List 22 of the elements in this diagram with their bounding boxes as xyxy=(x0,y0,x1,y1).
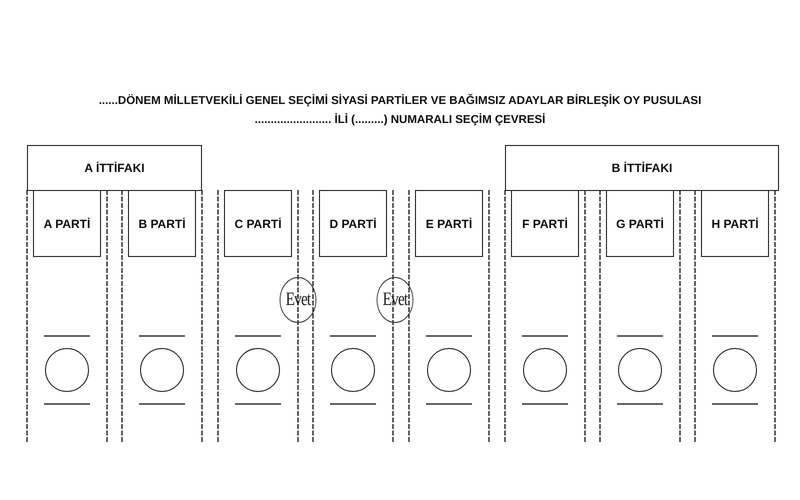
vote-circle xyxy=(713,348,757,392)
vote-circle xyxy=(236,348,280,392)
party-name-box: E PARTİ xyxy=(415,190,483,257)
vote-circle xyxy=(523,348,567,392)
party-name-box: C PARTİ xyxy=(224,190,292,257)
party-name-box: H PARTİ xyxy=(701,190,769,257)
party-name-box: B PARTİ xyxy=(128,190,196,257)
vote-circle xyxy=(140,348,184,392)
electoral-district-line: ........................ İLİ (.........) NUMARALI SEÇİM ÇEVRESİ xyxy=(254,114,546,126)
party-name-box: F PARTİ xyxy=(511,190,579,257)
party-name-box: G PARTİ xyxy=(606,190,674,257)
alliance-header-box: A İTTİFAKI xyxy=(27,145,202,191)
vote-circle xyxy=(331,348,375,392)
party-name-box: D PARTİ xyxy=(319,190,387,257)
approval-stamp: Evet xyxy=(376,277,414,323)
vote-circle xyxy=(618,348,662,392)
vote-circle xyxy=(45,348,89,392)
ballot-title: ......DÖNEM MİLLETVEKİLİ GENEL SEÇİMİ SİYASİ PARTİLER VE BAĞIMSIZ ADAYLAR BİRLEŞİK OY PUSULASI xyxy=(98,95,702,107)
party-name-box: A PARTİ xyxy=(33,190,101,257)
vote-circle xyxy=(427,348,471,392)
approval-stamp: Evet xyxy=(280,277,316,323)
alliance-header-box: B İTTİFAKI xyxy=(505,145,779,191)
